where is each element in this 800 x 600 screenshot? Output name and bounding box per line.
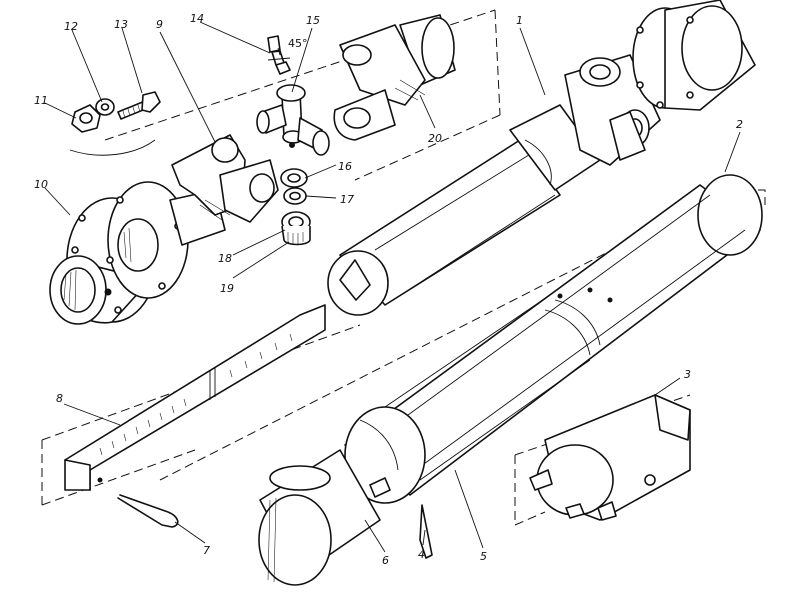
bolt [117, 91, 161, 120]
callout-labels: 1 2 3 4 5 6 7 8 9 10 11 12 13 14 15 16 1… [34, 12, 743, 567]
seal-ring [283, 187, 307, 205]
callout-18: 18 [218, 252, 232, 265]
needle-bearing [281, 211, 311, 246]
nut [71, 104, 101, 133]
callout-8: 8 [56, 392, 63, 405]
grease-nipple [267, 35, 291, 75]
telescopic-shaft [327, 0, 756, 316]
callout-6: 6 [382, 554, 389, 567]
guard-cup [258, 449, 391, 586]
small-pin [419, 504, 433, 559]
callout-10: 10 [34, 178, 48, 191]
callout-7: 7 [203, 544, 210, 557]
callout-15: 15 [306, 14, 320, 27]
callout-11: 11 [34, 94, 48, 107]
slip-yoke [333, 14, 456, 141]
square-bar [64, 304, 326, 491]
callout-3: 3 [684, 368, 691, 381]
callout-13: 13 [114, 18, 128, 31]
callout-12: 12 [64, 20, 78, 33]
callout-17: 17 [340, 193, 354, 206]
callout-19: 19 [220, 282, 234, 295]
leader-lines [44, 21, 741, 553]
inner-guard-tube [344, 294, 591, 504]
callout-16: 16 [338, 160, 352, 173]
callout-5: 5 [480, 550, 487, 563]
cotter-pin [117, 494, 179, 528]
callout-4: 4 [418, 548, 425, 561]
callout-2: 2 [736, 118, 743, 131]
bearing-cup [280, 168, 308, 188]
flange-yoke [106, 134, 279, 299]
angle-note: 45° [288, 37, 308, 50]
washer [95, 98, 115, 116]
bolt-circle-arc [69, 139, 156, 156]
outer-guard-tube [344, 174, 763, 496]
cross-spider [256, 84, 330, 156]
half-guard [529, 394, 691, 521]
callout-1: 1 [516, 14, 523, 27]
callout-9: 9 [156, 18, 163, 31]
callout-20: 20 [428, 132, 442, 145]
callout-14: 14 [190, 12, 204, 25]
